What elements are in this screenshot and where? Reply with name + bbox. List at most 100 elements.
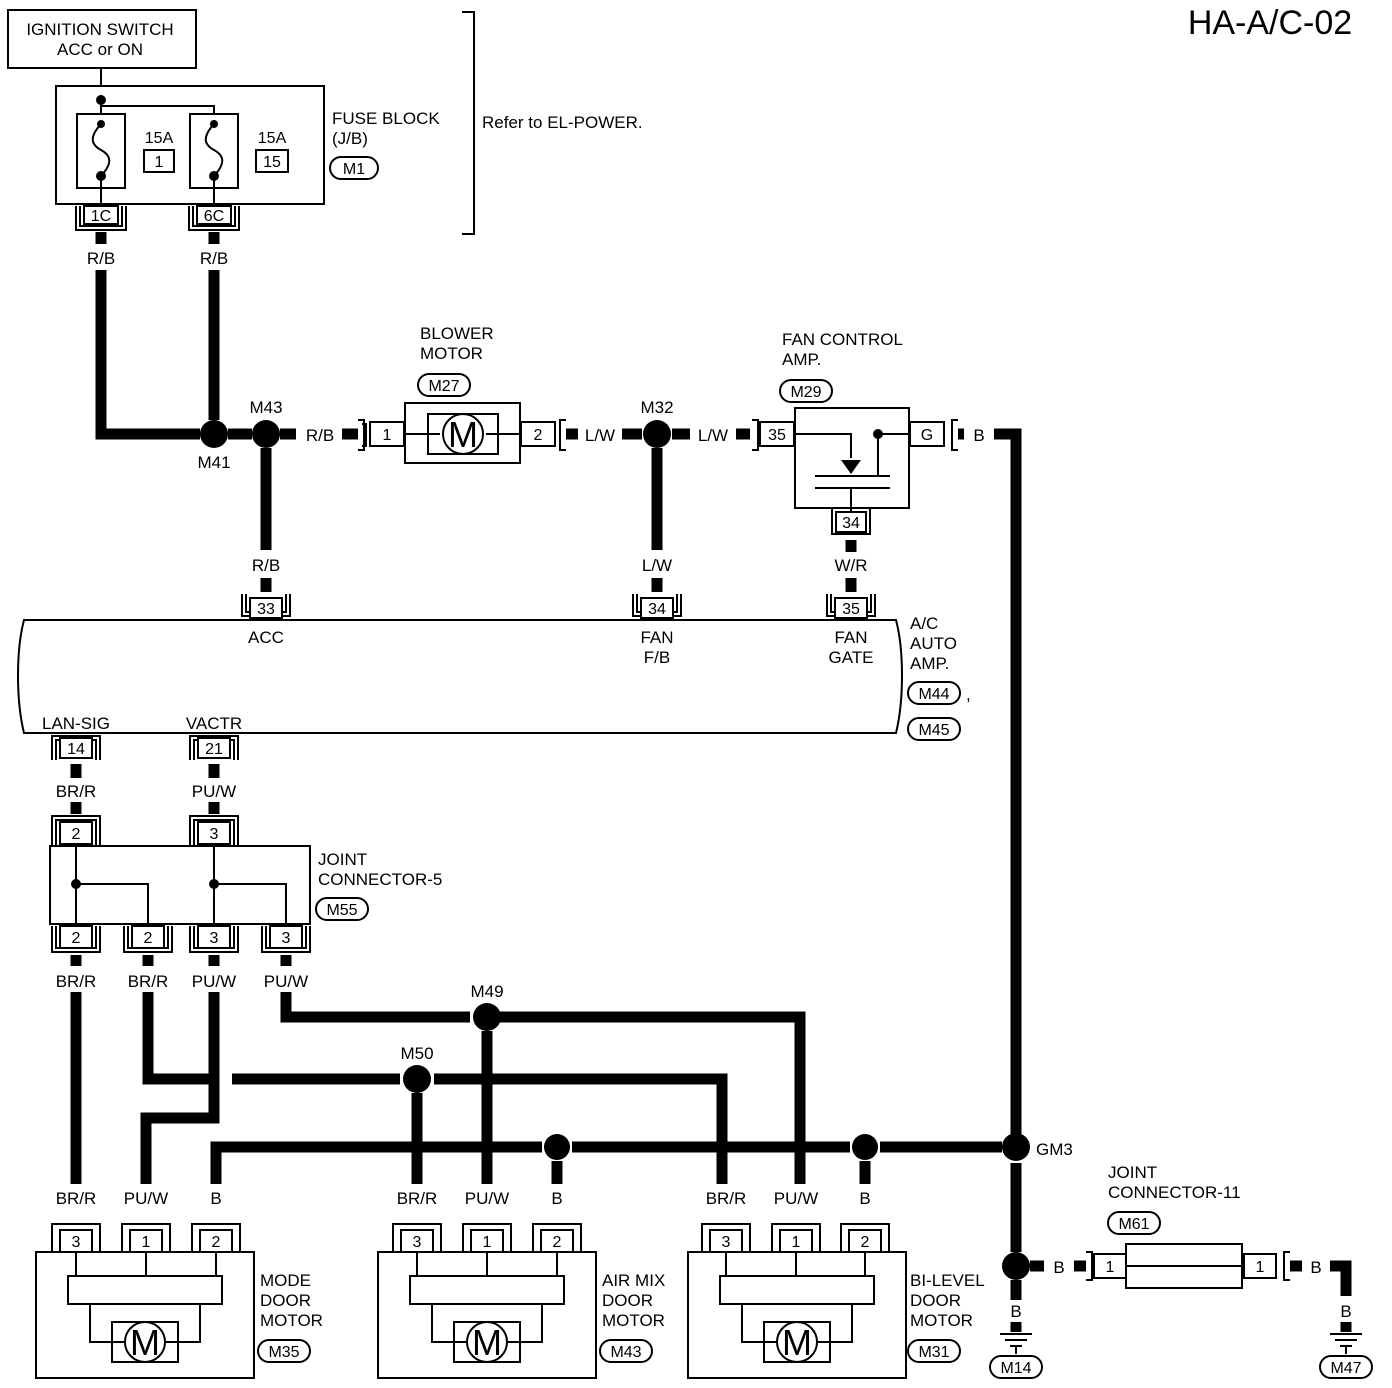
bi-level-door-pin: 2 — [861, 1234, 870, 1251]
ac-auto-amp-label-3: AMP. — [910, 654, 949, 673]
wire-label: BR/R — [397, 1189, 438, 1208]
fan-control-amp-pin-g: G — [921, 427, 933, 444]
junction-m41 — [200, 420, 228, 448]
wire-label: L/W — [585, 426, 615, 445]
wire-label: BR/R — [128, 972, 169, 991]
wire-label: R/B — [306, 426, 334, 445]
air-mix-door-pin: 2 — [553, 1234, 562, 1251]
junction-m49 — [473, 1003, 501, 1031]
bi-level-door-motor-label-2: DOOR — [910, 1291, 961, 1310]
bi-level-door-motor-symbol: M — [782, 1322, 812, 1363]
bi-level-door-pin: 3 — [722, 1234, 731, 1251]
wire-label: PU/W — [192, 782, 236, 801]
terminal-1c: 1C — [75, 205, 127, 231]
wire-label: BR/R — [56, 972, 97, 991]
junction-m32 — [643, 420, 671, 448]
jc5-label: JOINT — [318, 850, 367, 869]
ignition-switch-state: ACC or ON — [57, 40, 143, 59]
jc11-label-2: CONNECTOR-11 — [1108, 1183, 1241, 1202]
fan-control-amp-label-2: AMP. — [782, 350, 821, 369]
junction-gm3 — [1002, 1133, 1030, 1161]
fan-control-amp-connector: M29 — [790, 384, 821, 401]
mode-door-motor-connector-badge — [257, 1339, 311, 1363]
ac-auto-amp-pin-35-label: FAN — [834, 628, 867, 647]
ac-auto-amp-label: A/C — [910, 614, 938, 633]
ac-auto-amp-connector-badge-2 — [907, 717, 961, 741]
ac-auto-amp-pin-21: 21 — [205, 741, 223, 758]
ac-auto-amp-label-2: AUTO — [910, 634, 957, 653]
ac-auto-amp-connector-separator: , — [966, 685, 971, 704]
junction-m43 — [252, 420, 280, 448]
terminal-6c-label: 6C — [204, 208, 224, 225]
wire-label: PU/W — [465, 1189, 509, 1208]
junction-m32-label: M32 — [640, 398, 673, 417]
wire-label: BR/R — [56, 782, 97, 801]
fuse-block-note: Refer to EL-POWER. — [482, 113, 643, 132]
ac-auto-amp-pin-34-label: FAN — [640, 628, 673, 647]
air-mix-door-pin: 3 — [413, 1234, 422, 1251]
jc5-label-2: CONNECTOR-5 — [318, 870, 442, 889]
wire-label: L/W — [698, 426, 728, 445]
bi-level-door-motor-connector-badge — [907, 1339, 961, 1363]
ac-auto-amp-pin-34-label-2: F/B — [644, 648, 670, 667]
fuse-block: 15A 1 15A 15 — [55, 85, 325, 205]
ac-auto-amp-pin-35: 35 — [842, 601, 860, 618]
fuse2-rating: 15A — [258, 130, 287, 147]
jc5-top-pin: 2 — [72, 826, 81, 843]
fan-control-amp-pin-34: 34 — [842, 515, 860, 532]
air-mix-door-motor-symbol: M — [472, 1322, 502, 1363]
ac-auto-amp-pin-33: 33 — [257, 601, 275, 618]
mode-door-motor-connector: M35 — [268, 1344, 299, 1361]
mode-door-motor-symbol: M — [130, 1322, 160, 1363]
diagram-title: HA-A/C-02 — [1188, 4, 1352, 42]
bi-level-door-motor: 3 1 2 M BI-LEVEL DOOR MOTOR M31 — [687, 1223, 985, 1379]
ground-m14: M14 — [989, 1333, 1043, 1379]
fuse2-number: 15 — [263, 154, 281, 171]
wire-label: L/W — [642, 556, 672, 575]
wire-label: B — [1310, 1258, 1321, 1277]
fuse-block-connector: M1 — [343, 161, 365, 178]
air-mix-door-motor-label: AIR MIX — [602, 1271, 665, 1290]
junctions: M41 M43 M32 M49 M50 GM3 — [197, 398, 1073, 1280]
wires — [70, 232, 1352, 1332]
jc5-bottom-pin: 2 — [144, 930, 153, 947]
junction-m49-label: M49 — [470, 982, 503, 1001]
fan-control-amp: FAN CONTROL AMP. M29 35 G 34 — [752, 330, 958, 535]
terminal-6c: 6C — [188, 205, 240, 231]
jc5-bottom-pin: 2 — [72, 930, 81, 947]
wire-label: PU/W — [774, 1189, 818, 1208]
ground-m14-connector: M14 — [1000, 1360, 1031, 1377]
junction-gm3-label: GM3 — [1036, 1140, 1073, 1159]
air-mix-door-motor-label-2: DOOR — [602, 1291, 653, 1310]
jc5-connector: M55 — [326, 902, 357, 919]
wire-label: R/B — [252, 556, 280, 575]
jc11-connector-badge — [1107, 1211, 1161, 1235]
wire-label: W/R — [834, 556, 867, 575]
air-mix-door-motor-connector-badge — [599, 1339, 653, 1363]
ac-auto-amp-connector-2: M45 — [918, 722, 949, 739]
junction-m41-label: M41 — [197, 453, 230, 472]
blower-motor: BLOWER MOTOR M27 1 2 M — [358, 324, 566, 464]
wire-label: B — [1340, 1302, 1351, 1321]
air-mix-door-motor: 3 1 2 M AIR MIX DOOR MOTOR M43 — [377, 1223, 665, 1379]
ac-auto-amp: 33 ACC 34 FAN F/B 35 FAN GATE LAN-SIG 14… — [17, 594, 971, 760]
ignition-switch: IGNITION SWITCH ACC or ON — [7, 9, 197, 69]
blower-motor-symbol: M — [448, 414, 478, 455]
wire-label: B — [859, 1189, 870, 1208]
wire-color-labels: R/B R/B R/B L/W L/W B R/B L/W W/R BR/R P… — [56, 249, 1352, 1321]
wire-label: R/B — [87, 249, 115, 268]
ac-auto-amp-pin-33-label: ACC — [248, 628, 284, 647]
jc11-connector: M61 — [1118, 1216, 1149, 1233]
jc11-label: JOINT — [1108, 1163, 1157, 1182]
wire-label: B — [551, 1189, 562, 1208]
terminal-1c-label: 1C — [91, 208, 111, 225]
ignition-switch-label: IGNITION SWITCH — [26, 20, 173, 39]
fuse-block-label: FUSE BLOCK — [332, 109, 440, 128]
junction-m50-label: M50 — [400, 1044, 433, 1063]
wire-label: PU/W — [264, 972, 308, 991]
bi-level-door-motor-label: BI-LEVEL — [910, 1271, 985, 1290]
jc11-pin-right: 1 — [1256, 1259, 1265, 1276]
junction-ground-bilevel — [852, 1134, 878, 1160]
wire-label: PU/W — [192, 972, 236, 991]
blower-motor-connector-badge — [417, 373, 471, 397]
